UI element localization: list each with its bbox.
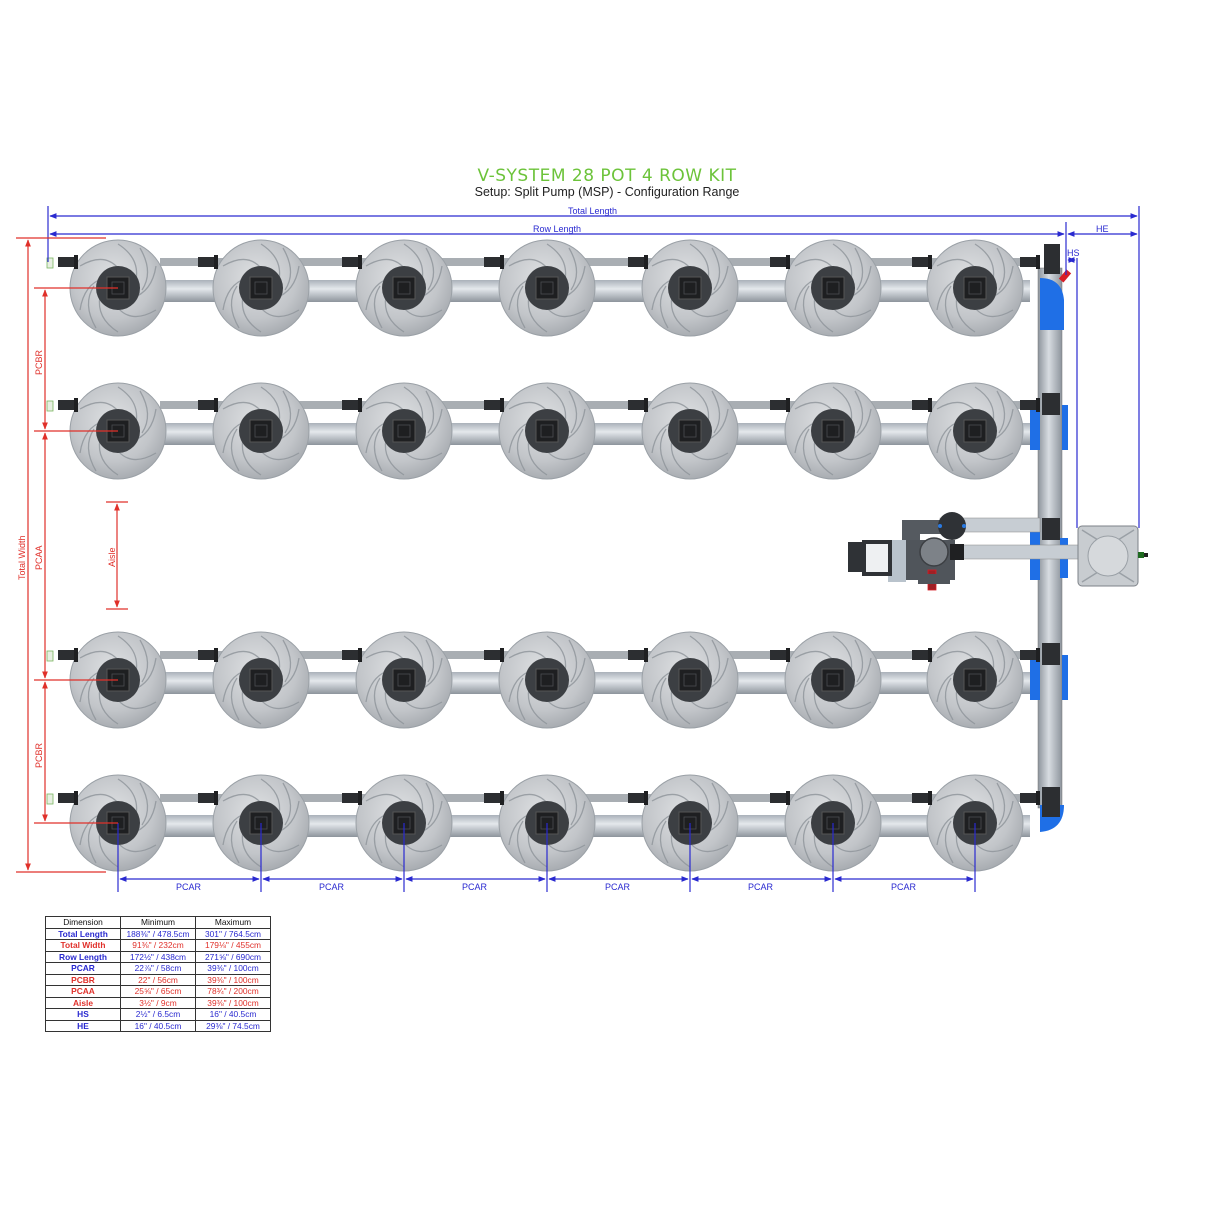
header-minimum: Minimum: [120, 916, 196, 929]
dimension-name: HS: [45, 1008, 121, 1021]
dimension-min: 22" / 56cm: [120, 973, 196, 986]
dimension-max: 301" / 764.5cm: [195, 927, 271, 940]
pot-row-1: [69, 239, 1024, 337]
table-row: PCBR 22" / 56cm 39⅜" / 100cm: [45, 973, 271, 986]
table-row: Aisle 3½" / 9cm 39⅜" / 100cm: [45, 996, 271, 1009]
table-row: PCAA 25⅝" / 65cm 78¾" / 200cm: [45, 985, 271, 998]
dimension-max: 16" / 40.5cm: [195, 1008, 271, 1021]
dimension-max: 29⅜" / 74.5cm: [195, 1019, 271, 1032]
dimension-min: 3½" / 9cm: [120, 996, 196, 1009]
dimension-name: PCBR: [45, 973, 121, 986]
dimension-max: 39⅜" / 100cm: [195, 962, 271, 975]
dimension-min: 2½" / 6.5cm: [120, 1008, 196, 1021]
pot-row-3: [69, 631, 1024, 729]
table-header-row: Dimension Minimum Maximum: [45, 916, 271, 929]
pot-row-2: [69, 382, 1024, 480]
header-dimension: Dimension: [45, 916, 121, 929]
table-row: Total Length 188⅜" / 478.5cm 301" / 764.…: [45, 927, 271, 940]
table-row: HS 2½" / 6.5cm 16" / 40.5cm: [45, 1008, 271, 1021]
dimension-max: 39⅜" / 100cm: [195, 973, 271, 986]
table-row: HE 16" / 40.5cm 29⅜" / 74.5cm: [45, 1019, 271, 1032]
diagram-subtitle: Setup: Split Pump (MSP) - Configuration …: [474, 185, 740, 199]
dimension-min: 25⅝" / 65cm: [120, 985, 196, 998]
dimension-min: 172½" / 438cm: [120, 950, 196, 963]
total-length-label: Total Length: [568, 206, 618, 216]
red-dimensions: [16, 237, 128, 873]
dimension-table: Dimension Minimum Maximum Total Length 1…: [45, 916, 271, 1032]
dimension-min: 16" / 40.5cm: [120, 1019, 196, 1032]
dimension-name: Total Length: [45, 927, 121, 940]
dimension-min: 91⅜" / 232cm: [120, 939, 196, 952]
dimension-max: 179⅛" / 455cm: [195, 939, 271, 952]
blue-dimensions: [47, 206, 1140, 892]
dimension-max: 78¾" / 200cm: [195, 985, 271, 998]
dimension-name: HE: [45, 1019, 121, 1032]
dimension-max: 39⅜" / 100cm: [195, 996, 271, 1009]
row-length-label: Row Length: [533, 224, 582, 234]
pcar-label: PCAR: [748, 882, 774, 892]
dimension-min: 188⅜" / 478.5cm: [120, 927, 196, 940]
aisle-label: Aisle: [107, 547, 117, 567]
pcaa-label: PCAA: [34, 545, 44, 570]
table-row: Row Length 172½" / 438cm 271⅝" / 690cm: [45, 950, 271, 963]
diagram-title: V-SYSTEM 28 POT 4 ROW KIT: [477, 166, 737, 186]
pcar-label: PCAR: [462, 882, 488, 892]
dimension-name: Aisle: [45, 996, 121, 1009]
total-width-label: Total Width: [17, 535, 27, 580]
dimension-name: PCAR: [45, 962, 121, 975]
dimension-name: Total Width: [45, 939, 121, 952]
hs-label: HS: [1067, 248, 1080, 258]
dimension-name: Row Length: [45, 950, 121, 963]
split-pump-assembly: [848, 512, 1081, 591]
header-maximum: Maximum: [195, 916, 271, 929]
table-row: PCAR 22⅞" / 58cm 39⅜" / 100cm: [45, 962, 271, 975]
dimension-max: 271⅝" / 690cm: [195, 950, 271, 963]
he-label: HE: [1096, 224, 1109, 234]
dimension-min: 22⅞" / 58cm: [120, 962, 196, 975]
pcar-label: PCAR: [891, 882, 917, 892]
manifold-pipe: [1030, 244, 1072, 832]
pcar-label: PCAR: [176, 882, 202, 892]
pcar-label: PCAR: [605, 882, 631, 892]
reservoir-tank: [1077, 525, 1148, 587]
pcbr-bottom-label: PCBR: [34, 742, 44, 768]
dimension-name: PCAA: [45, 985, 121, 998]
pcbr-top-label: PCBR: [34, 349, 44, 375]
table-row: Total Width 91⅜" / 232cm 179⅛" / 455cm: [45, 939, 271, 952]
pcar-label: PCAR: [319, 882, 345, 892]
